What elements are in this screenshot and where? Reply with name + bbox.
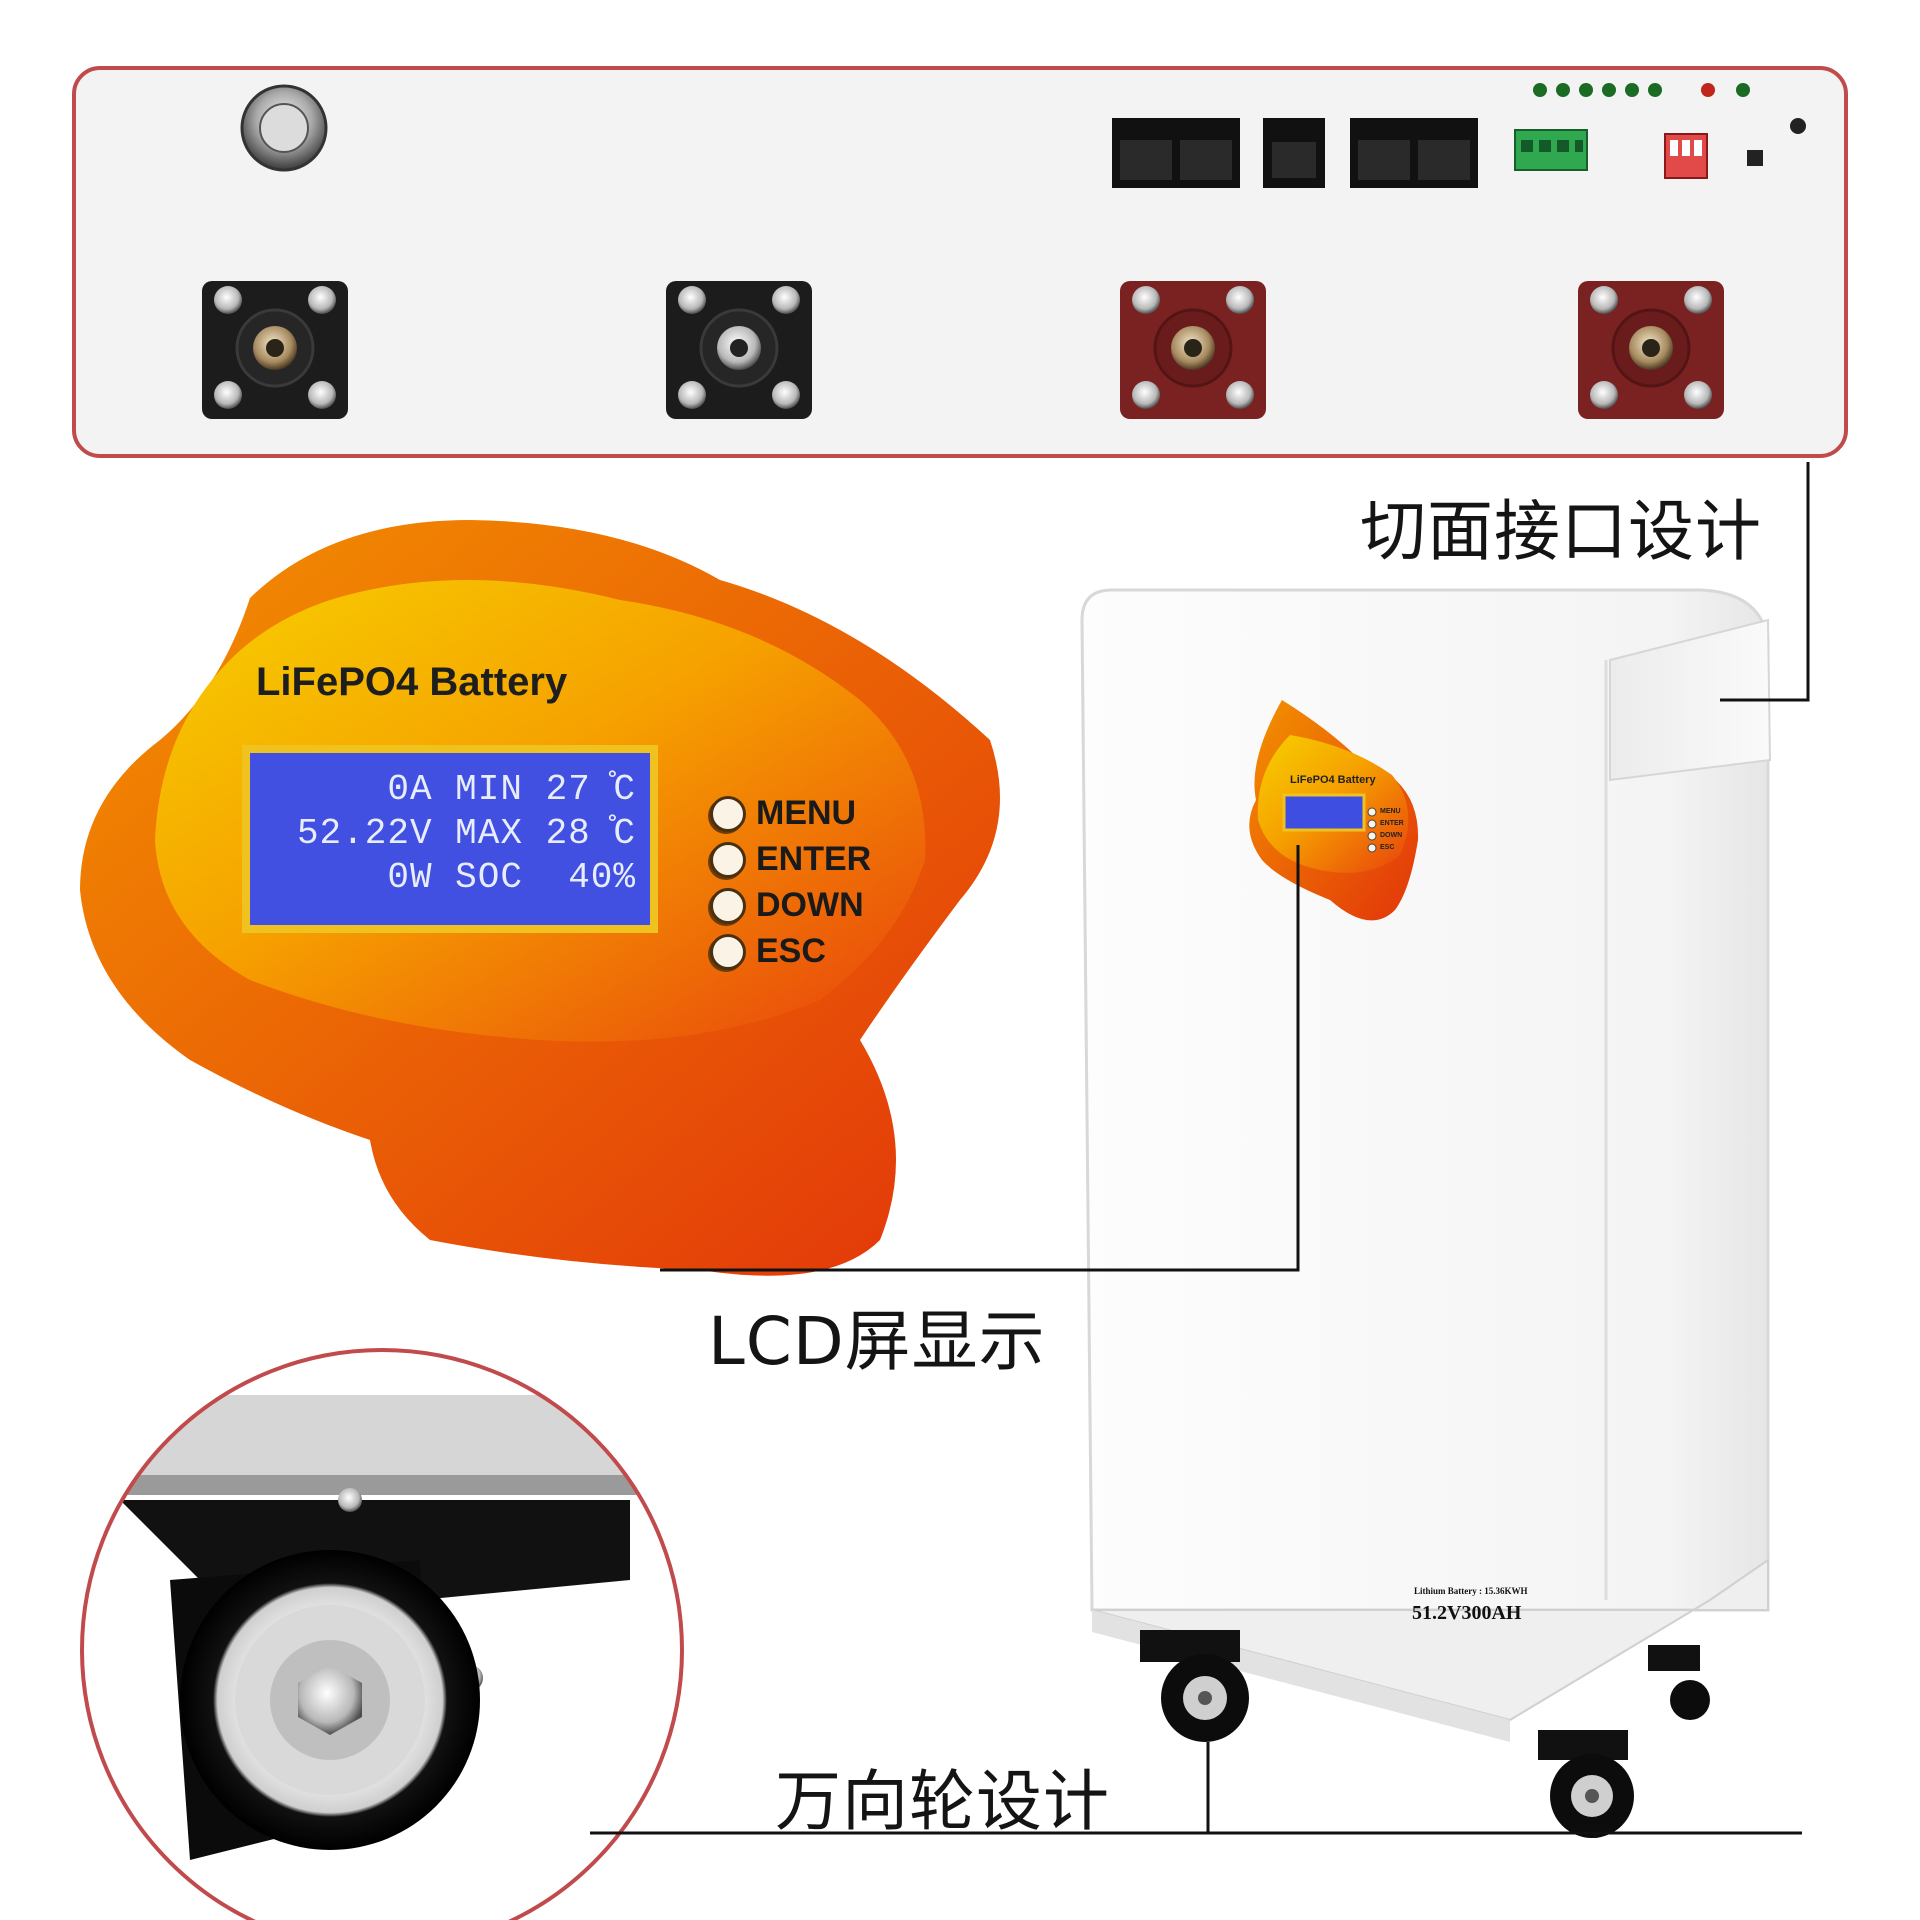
lcd-line-voltage: 52.22V MAX 28 ̊C — [296, 813, 636, 854]
mini-enter-label: ENTER — [1380, 820, 1404, 827]
lcd-screen: 0A MIN 27 ̊C 52.22V MAX 28 ̊C 0W SOC 40% — [242, 745, 658, 933]
down-button: DOWN — [710, 886, 864, 925]
mini-down-label: DOWN — [1380, 832, 1403, 839]
battery-cabinet — [1080, 588, 1772, 1742]
caption-interface-design: 切面接口设计 — [1360, 493, 1762, 570]
menu-button: MENU — [710, 794, 856, 833]
caption-lcd-display: LCD屏显示 — [708, 1303, 1046, 1380]
cabinet-spec-large: 51.2V300AH — [1412, 1602, 1522, 1624]
indicator-dot — [1790, 118, 1806, 134]
menu-button-label: MENU — [756, 794, 857, 832]
esc-button-label: ESC — [756, 932, 826, 970]
negative-terminal-2 — [666, 281, 812, 419]
lcd-line-soc: 0W SOC 40% — [387, 857, 636, 898]
menu-button-icon — [710, 795, 746, 832]
mini-menu-label: MENU — [1380, 808, 1401, 815]
positive-terminal-2 — [1578, 281, 1724, 419]
callout-lines — [590, 462, 1810, 1838]
mini-esc-label: ESC — [1380, 844, 1395, 851]
enter-button-icon — [710, 841, 746, 878]
power-button-icon — [240, 84, 328, 172]
enter-button-label: ENTER — [756, 840, 872, 878]
lcd-badge-title: LiFePO4 Battery — [256, 660, 568, 704]
negative-terminal-1 — [202, 281, 348, 419]
esc-button: ESC — [710, 932, 826, 971]
mini-badge-title: LiFePO4 Battery — [1290, 774, 1376, 786]
reset-button — [1747, 150, 1763, 166]
positive-terminal-1 — [1120, 281, 1266, 419]
mini-badge-buttons: MENU ENTER DOWN ESC — [1380, 806, 1404, 854]
status-leds — [1533, 83, 1750, 97]
dry-contact-terminal — [1514, 129, 1588, 171]
mini-lcd-badge — [1249, 700, 1419, 921]
down-button-icon — [710, 887, 746, 924]
esc-button-icon — [710, 933, 746, 970]
caption-caster-design: 万向轮设计 — [775, 1763, 1110, 1840]
down-button-label: DOWN — [756, 886, 864, 924]
cabinet-spec-small: Lithium Battery : 15.36KWH — [1414, 1586, 1528, 1596]
dip-switch — [1664, 133, 1708, 179]
comm-ports — [1112, 118, 1478, 188]
enter-button: ENTER — [710, 840, 871, 879]
cabinet-caster-wheels — [1140, 1630, 1710, 1838]
wheel-zoom-circle — [80, 1348, 684, 1920]
lcd-line-current: 0A MIN 27 ̊C — [387, 769, 636, 810]
